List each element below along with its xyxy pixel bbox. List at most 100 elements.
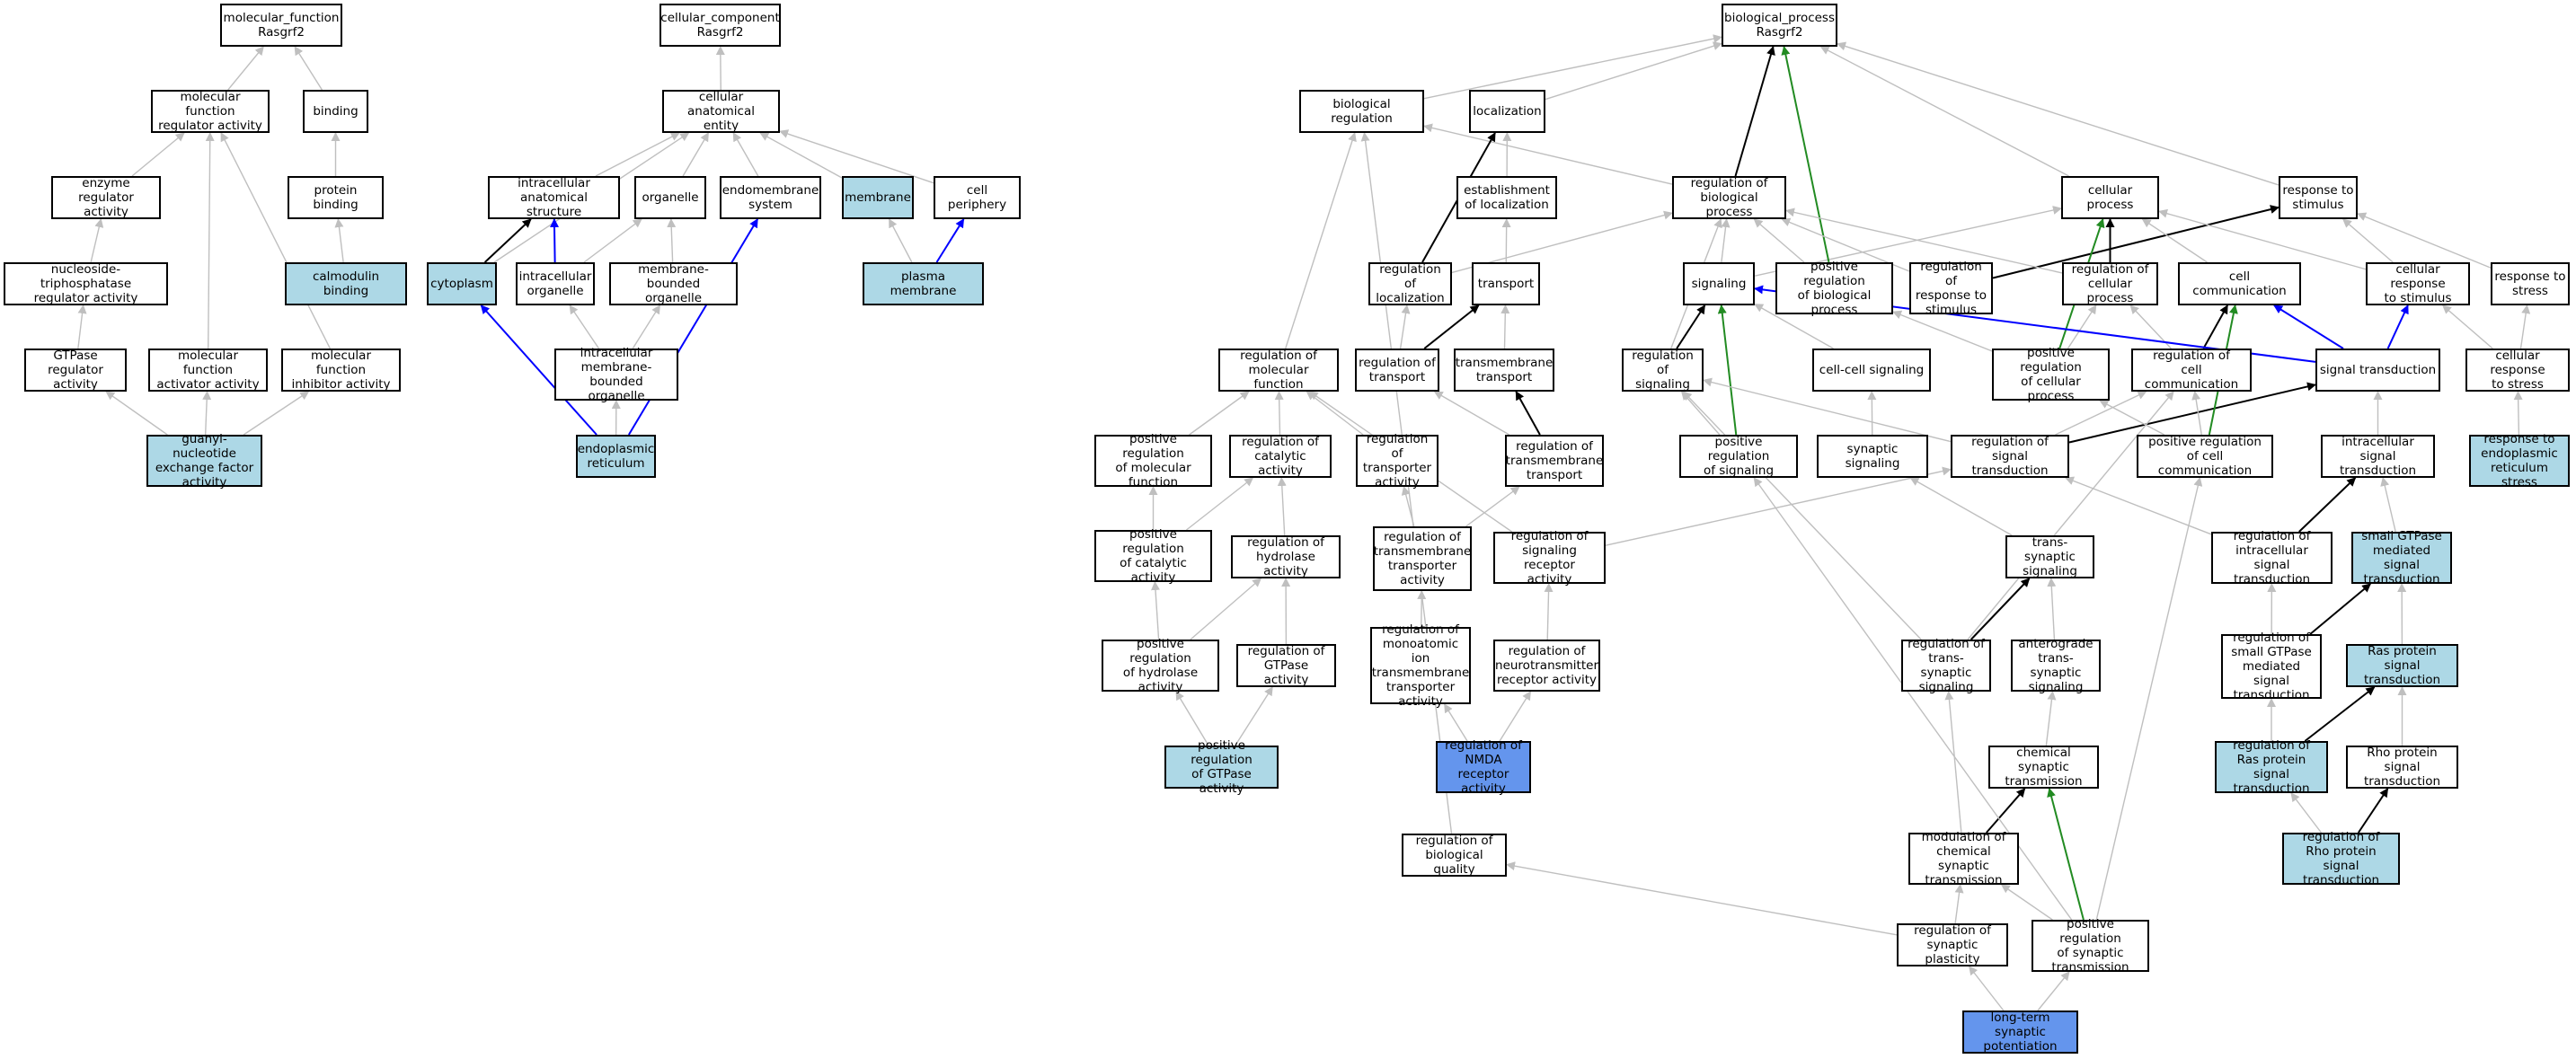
edge-localization-to-bp-root	[1545, 41, 1722, 101]
node-calmodulin-binding[interactable]: calmodulin binding	[285, 262, 407, 305]
node-response-stress[interactable]: response to stress	[2491, 262, 2570, 305]
node-bp-root[interactable]: biological_process Rasgrf2	[1722, 4, 1837, 47]
node-pos-reg-hydrolase[interactable]: positive regulation of hydrolase activit…	[1102, 637, 1219, 694]
node-reg-neurotransmitter-receptor[interactable]: regulation of neurotransmitter receptor …	[1493, 640, 1600, 692]
node-reg-tm-transport[interactable]: regulation of transmembrane transport	[1505, 435, 1604, 487]
node-localization[interactable]: localization	[1469, 90, 1545, 133]
node-plasma-membrane[interactable]: plasma membrane	[863, 262, 984, 305]
node-intracell-organelle[interactable]: intracellular organelle	[516, 262, 595, 305]
node-cytoplasm[interactable]: cytoplasm	[427, 262, 497, 305]
edge-plasma-membrane-to-membrane	[889, 218, 913, 263]
node-reg-synaptic-plasticity[interactable]: regulation of synaptic plasticity	[1897, 923, 2008, 966]
node-reg-ras-signal[interactable]: regulation of Ras protein signal transdu…	[2215, 738, 2328, 796]
node-endomembrane[interactable]: endomembrane system	[720, 176, 821, 219]
node-ras-signal[interactable]: Ras protein signal transduction	[2346, 644, 2458, 687]
node-intracell-mb-org[interactable]: intracellular membrane-bounded organelle	[554, 346, 678, 403]
node-cell-communication[interactable]: cell communication	[2178, 262, 2301, 305]
node-reg-cellular-process[interactable]: regulation of cellular process	[2062, 262, 2158, 305]
node-reg-catalytic[interactable]: regulation of catalytic activity	[1229, 435, 1332, 478]
node-rho-signal[interactable]: Rho protein signal transduction	[2346, 746, 2458, 789]
node-gtpase-reg[interactable]: GTPase regulator activity	[24, 349, 127, 392]
node-reg-trans-synaptic-signaling[interactable]: regulation of trans-synaptic signaling	[1901, 637, 1991, 694]
node-organelle[interactable]: organelle	[634, 176, 706, 219]
edge-small-gtpase-signal-to-intracell-signal-transduction	[2380, 477, 2396, 533]
node-membrane[interactable]: membrane	[842, 176, 914, 219]
node-er[interactable]: endoplasmic reticulum	[576, 435, 656, 478]
node-signaling[interactable]: signaling	[1683, 262, 1755, 305]
node-reg-intracell-signal-transduction[interactable]: regulation of intracellular signal trans…	[2211, 529, 2333, 587]
edge-bio-reg-to-bp-root	[1423, 34, 1722, 100]
node-transport[interactable]: transport	[1472, 262, 1540, 305]
node-binding[interactable]: binding	[303, 90, 368, 133]
node-ntpase-reg[interactable]: nucleoside-triphosphatase regulator acti…	[4, 262, 168, 305]
node-chemical-synaptic[interactable]: chemical synaptic transmission	[1988, 746, 2099, 789]
node-pos-reg-cellular-process[interactable]: positive regulation of cellular process	[1992, 346, 2110, 403]
node-cellular-response-stimulus[interactable]: cellular response to stimulus	[2366, 262, 2470, 305]
node-pos-reg-synaptic-transmission[interactable]: positive regulation of synaptic transmis…	[2032, 917, 2149, 975]
node-reg-cell-comm[interactable]: regulation of cell communication	[2131, 349, 2252, 392]
node-mf-inhibitor[interactable]: molecular function inhibitor activity	[281, 349, 401, 392]
edge-pos-reg-synaptic-transmission-to-mod-chemical-synaptic	[2000, 884, 2053, 921]
node-signal-transduction[interactable]: signal transduction	[2315, 349, 2440, 392]
node-reg-signaling[interactable]: regulation of signaling	[1622, 349, 1704, 392]
node-cellular-process[interactable]: cellular process	[2061, 176, 2159, 219]
node-trans-synaptic-signaling[interactable]: trans-synaptic signaling	[2005, 535, 2094, 578]
node-anterograde[interactable]: anterograde trans-synaptic signaling	[2011, 637, 2101, 694]
node-protein-binding[interactable]: protein binding	[288, 176, 384, 219]
node-reg-localization[interactable]: regulation of localization	[1368, 262, 1452, 305]
node-reg-nmda[interactable]: regulation of NMDA receptor activity	[1436, 738, 1531, 796]
node-ltp[interactable]: long-term synaptic potentiation	[1962, 1010, 2078, 1054]
edge-enzyme-reg-to-mf-reg-activity	[131, 132, 185, 177]
node-transmembrane-transport[interactable]: transmembrane transport	[1454, 349, 1554, 392]
node-pos-reg-cell-comm[interactable]: positive regulation of cell communicatio…	[2137, 435, 2273, 478]
node-reg-gtpase[interactable]: regulation of GTPase activity	[1236, 644, 1336, 687]
node-cell-periphery[interactable]: cell periphery	[934, 176, 1021, 219]
node-reg-response-stimulus[interactable]: regulation of response to stimulus	[1909, 260, 1993, 317]
node-cell-anat-entity[interactable]: cellular anatomical entity	[662, 90, 780, 133]
node-intracell-signal-transduction[interactable]: intracellular signal transduction	[2321, 435, 2435, 478]
node-pos-reg-mol-function[interactable]: positive regulation of molecular functio…	[1094, 432, 1212, 490]
node-reg-bio-quality[interactable]: regulation of biological quality	[1402, 834, 1507, 877]
node-reg-signaling-receptor[interactable]: regulation of signaling receptor activit…	[1493, 529, 1606, 587]
node-mf-root[interactable]: molecular_function Rasgrf2	[220, 4, 342, 47]
node-reg-signal-transduction[interactable]: regulation of signal transduction	[1951, 435, 2069, 478]
node-mf-reg-activity[interactable]: molecular function regulator activity	[151, 90, 270, 133]
node-cc-root[interactable]: cellular_component Rasgrf2	[659, 4, 781, 47]
edge-cytoplasm-to-intracell-anat	[483, 218, 532, 263]
node-pos-reg-catalytic[interactable]: positive regulation of catalytic activit…	[1094, 527, 1212, 585]
node-pos-reg-gtpase[interactable]: positive regulation of GTPase activity	[1164, 738, 1279, 796]
edge-response-stress-to-response-stimulus	[2357, 212, 2492, 269]
node-mf-activator[interactable]: molecular function activator activity	[148, 349, 268, 392]
node-response-er-stress[interactable]: response to endoplasmic reticulum stress	[2469, 432, 2570, 490]
node-reg-transport[interactable]: regulation of transport	[1355, 349, 1439, 392]
node-est-localization[interactable]: establishment of localization	[1456, 176, 1557, 219]
node-reg-tm-transporter[interactable]: regulation of transmembrane transporter …	[1373, 526, 1472, 591]
node-response-stimulus[interactable]: response to stimulus	[2279, 176, 2358, 219]
edge-reg-bio-process-to-bp-root	[1734, 46, 1775, 177]
edge-pos-reg-synaptic-transmission-to-pos-reg-cell-comm	[2095, 477, 2203, 921]
node-cell-cell-signaling[interactable]: cell-cell signaling	[1812, 349, 1931, 392]
node-enzyme-reg[interactable]: enzyme regulator activity	[51, 176, 161, 219]
node-reg-small-gtpase-signal[interactable]: regulation of small GTPase mediated sign…	[2221, 631, 2322, 702]
node-reg-rho-signal[interactable]: regulation of Rho protein signal transdu…	[2282, 830, 2400, 887]
edge-reg-nmda-to-reg-neurotransmitter-receptor	[1499, 691, 1532, 742]
edge-cell-communication-to-cellular-process	[2141, 218, 2208, 263]
edge-organelle-to-cell-anat-entity	[682, 132, 709, 177]
node-reg-bio-process[interactable]: regulation of biological process	[1672, 176, 1786, 219]
node-small-gtpase-signal[interactable]: small GTPase mediated signal transductio…	[2351, 529, 2452, 587]
node-reg-mol-function[interactable]: regulation of molecular function	[1218, 349, 1339, 392]
node-pos-reg-signaling[interactable]: positive regulation of signaling	[1679, 435, 1798, 478]
node-cellular-response-stress[interactable]: cellular response to stress	[2465, 349, 2570, 392]
node-membrane-bounded-org[interactable]: membrane-bounded organelle	[609, 262, 738, 305]
node-synaptic-signaling[interactable]: synaptic signaling	[1817, 435, 1928, 478]
node-bio-reg[interactable]: biological regulation	[1299, 90, 1424, 133]
node-reg-transporter[interactable]: regulation of transporter activity	[1356, 432, 1438, 490]
node-intracell-anat[interactable]: intracellular anatomical structure	[488, 176, 620, 219]
node-pos-reg-bio-process[interactable]: positive regulation of biological proces…	[1775, 260, 1893, 317]
node-mod-chemical-synaptic[interactable]: modulation of chemical synaptic transmis…	[1908, 830, 2019, 887]
edge-reg-rho-signal-to-reg-ras-signal	[2290, 792, 2323, 834]
node-gnef-activity[interactable]: guanyl-nucleotide exchange factor activi…	[146, 432, 262, 490]
edge-reg-bio-process-to-bio-reg	[1423, 123, 1673, 185]
node-reg-monoatomic-ion[interactable]: regulation of monoatomic ion transmembra…	[1370, 622, 1471, 709]
node-reg-hydrolase[interactable]: regulation of hydrolase activity	[1231, 535, 1341, 578]
